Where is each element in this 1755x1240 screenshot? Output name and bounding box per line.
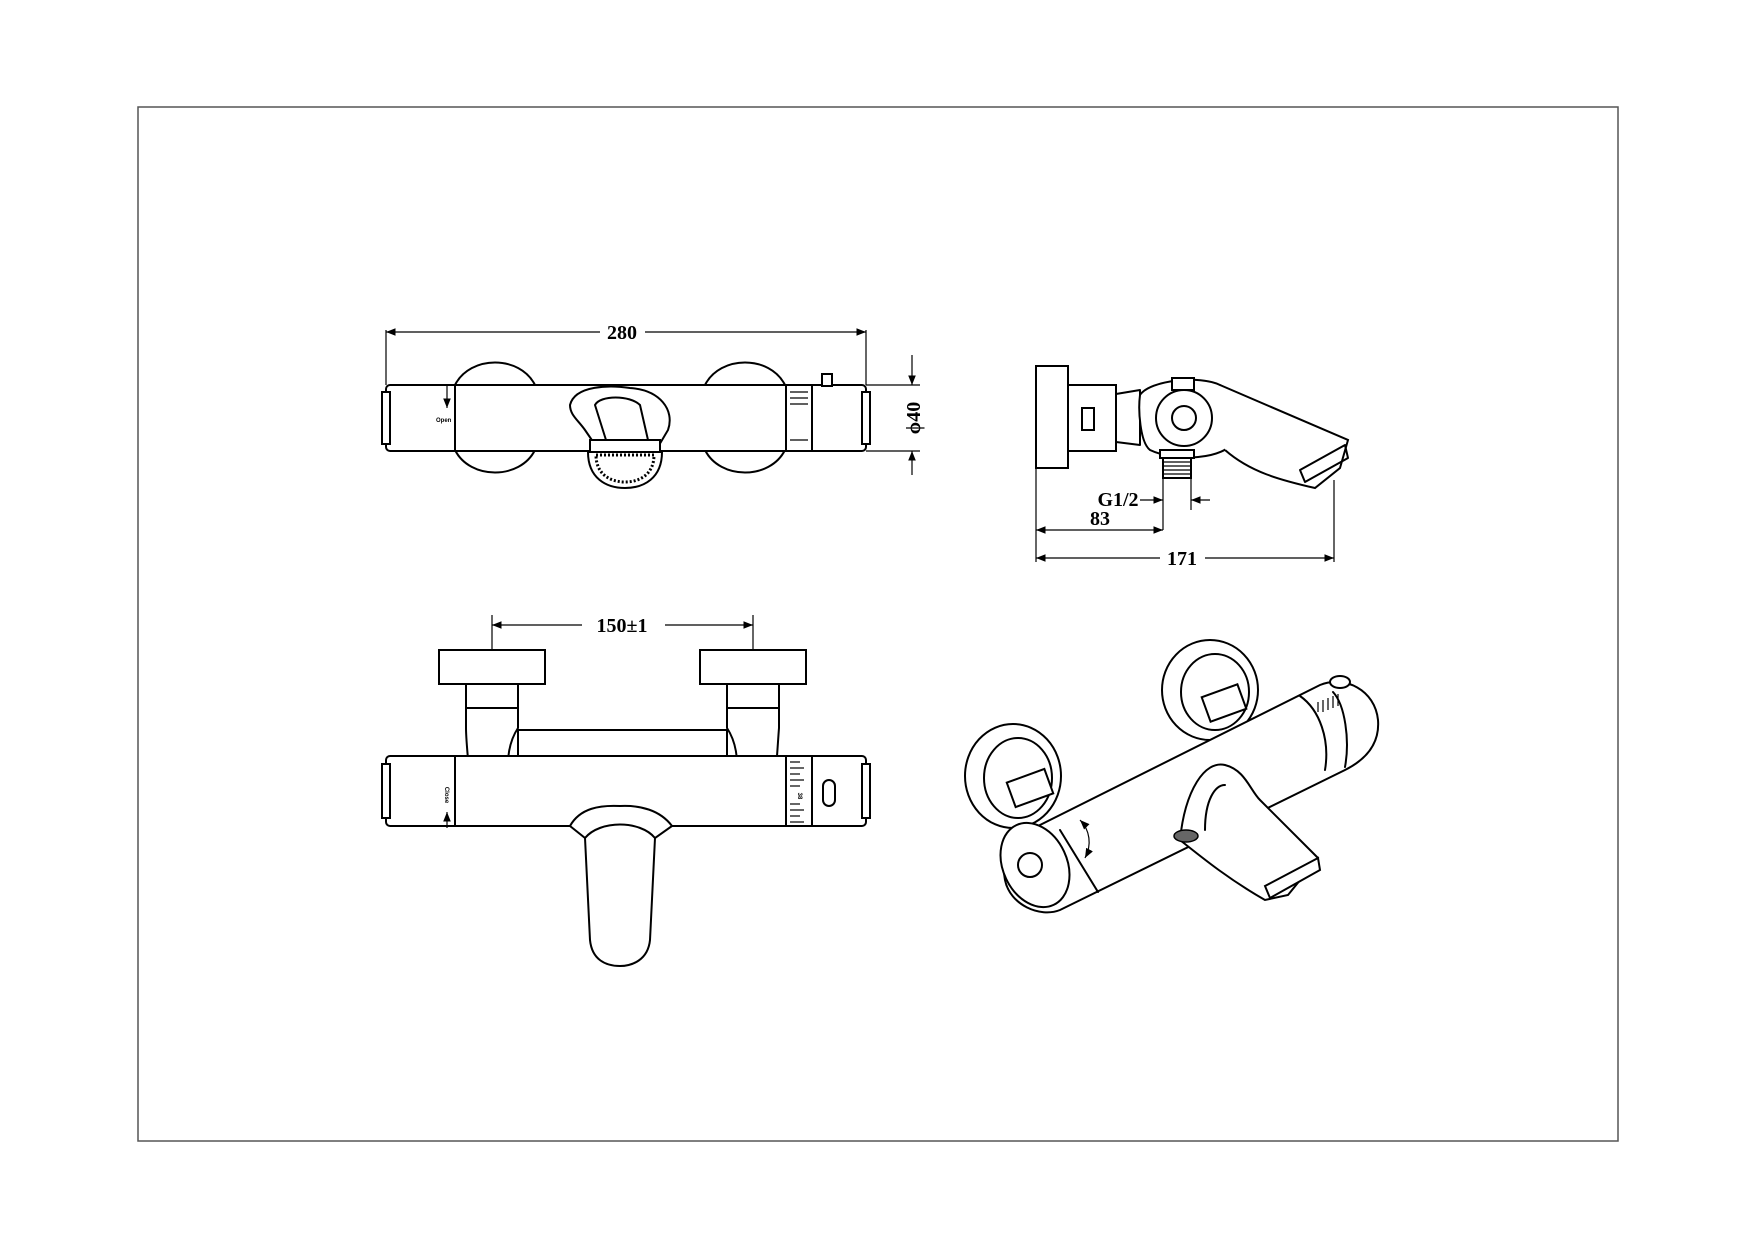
close-label: Close [443, 787, 449, 804]
dim-wall-to-outlet: 83 [1090, 508, 1110, 530]
open-label: Open [436, 418, 452, 424]
aerator [586, 451, 664, 490]
iso-temperature-scale [1317, 694, 1339, 712]
thread-connector [1159, 449, 1195, 479]
drawing-frame [137, 106, 1619, 1142]
dim-body-diameter: ϕ40 [903, 402, 925, 434]
dim-total-depth: 171 [1167, 548, 1197, 570]
dim-thread: G1/2 [1097, 489, 1138, 511]
dim-inlet-spacing: 150±1 [597, 615, 648, 637]
side-view: G1/2 83 171 [1035, 365, 1350, 570]
temp-38-label: 38 [796, 793, 802, 800]
temperature-scale [790, 391, 808, 441]
dim-overall-width: 280 [607, 322, 637, 344]
temperature-scale-front [790, 761, 804, 823]
top-view: Open 280 ϕ40 [381, 322, 925, 490]
front-view: 38 Close 150±1 [381, 615, 871, 968]
isometric-view [964, 639, 1380, 914]
